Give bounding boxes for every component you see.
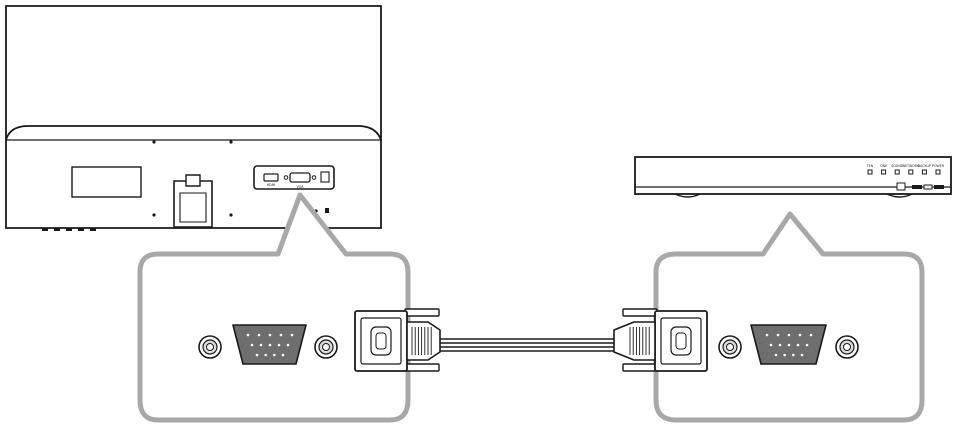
button-icon bbox=[90, 228, 96, 231]
vga-pin-icon bbox=[273, 353, 276, 357]
stand-latch bbox=[185, 174, 201, 187]
vga-pin-icon bbox=[259, 343, 263, 347]
vga-pin-icon bbox=[800, 353, 804, 357]
thumbscrew-icon bbox=[622, 308, 658, 317]
screw-hole-icon bbox=[229, 140, 233, 144]
device-callout bbox=[653, 211, 925, 423]
jackscrew-hole bbox=[206, 343, 214, 351]
jackscrew-hole bbox=[726, 343, 734, 351]
indicator-label: NETWORK bbox=[903, 164, 920, 168]
button-icon bbox=[54, 228, 60, 231]
vga-cable bbox=[354, 308, 708, 372]
vga-pin-icon bbox=[796, 343, 800, 347]
vga-pin-icon bbox=[798, 333, 802, 337]
vga-pin-icon bbox=[281, 353, 285, 357]
monitor-label-plate bbox=[71, 166, 142, 198]
thumbscrew-icon bbox=[622, 363, 658, 372]
screw-hole-icon bbox=[152, 140, 156, 144]
hdmi-port-label: HDMI bbox=[267, 183, 276, 187]
indicator-label: SOUND bbox=[891, 164, 903, 168]
usb-port-icon bbox=[912, 185, 922, 189]
connector-grip-inner bbox=[675, 332, 687, 350]
indicator-label: POWER bbox=[932, 164, 945, 168]
power-button-icon[interactable] bbox=[896, 182, 906, 191]
indicator-led-icon bbox=[935, 169, 941, 175]
vga-pin-icon bbox=[809, 333, 813, 337]
indicator-label: ONE bbox=[880, 164, 887, 168]
monitor-buttons bbox=[42, 228, 96, 231]
vga-pin-icon bbox=[279, 333, 283, 337]
kensington-lock-icon bbox=[325, 208, 329, 213]
usb-port-icon bbox=[923, 184, 933, 190]
indicator-led-icon bbox=[881, 169, 887, 175]
usb-port-icon bbox=[934, 185, 944, 189]
device-foot bbox=[886, 193, 913, 198]
indicator-led-icon bbox=[921, 169, 927, 175]
vga-pin-icon bbox=[268, 343, 272, 347]
monitor-callout bbox=[137, 192, 411, 423]
monitor-vga-port-zoom bbox=[198, 324, 338, 365]
vga-socket-pins bbox=[765, 333, 813, 357]
indicator-label: BACKUP bbox=[918, 164, 931, 168]
vga-pin-icon bbox=[268, 333, 272, 337]
indicator-led-icon bbox=[867, 169, 873, 175]
button-icon bbox=[78, 228, 84, 231]
vga-socket-pins bbox=[246, 333, 294, 357]
thumbscrew-icon bbox=[404, 363, 440, 372]
vga-pin-icon bbox=[787, 343, 791, 347]
vga-pin-icon bbox=[286, 343, 290, 347]
vga-connector-left-icon bbox=[354, 308, 441, 372]
connector-grip-inner bbox=[375, 332, 387, 350]
strain-relief-ribs bbox=[629, 327, 650, 355]
indicator-led-icon bbox=[908, 169, 914, 175]
vga-pin-icon bbox=[257, 333, 261, 337]
thumbscrew-icon bbox=[404, 308, 440, 317]
jackscrew-hole bbox=[322, 343, 330, 351]
button-icon bbox=[42, 228, 48, 231]
vga-port-icon bbox=[289, 172, 311, 183]
strain-relief-ribs bbox=[411, 327, 432, 355]
vga-connector-right-icon bbox=[613, 308, 708, 372]
vga-pin-icon bbox=[765, 333, 769, 337]
vga-pin-icon bbox=[778, 343, 782, 347]
monitor-rear: HDMI VGA bbox=[5, 5, 382, 231]
vga-pin-icon bbox=[246, 333, 250, 337]
vga-pin-icon bbox=[805, 343, 809, 347]
vga-pin-icon bbox=[792, 353, 795, 357]
device-foot bbox=[674, 193, 701, 198]
vga-pin-icon bbox=[783, 353, 786, 357]
stand-slot bbox=[179, 192, 207, 223]
indicator-led-icon bbox=[894, 169, 900, 175]
vga-pin-icon bbox=[255, 353, 259, 357]
vga-pin-icon bbox=[277, 343, 281, 347]
button-icon bbox=[66, 228, 72, 231]
vga-pin-icon bbox=[769, 343, 773, 347]
screw-hole-icon bbox=[152, 213, 156, 217]
vga-port-label: VGA bbox=[297, 185, 305, 189]
vga-pin-icon bbox=[290, 333, 294, 337]
vga-pin-icon bbox=[264, 353, 267, 357]
vga-pin-icon bbox=[774, 353, 778, 357]
screw-icon bbox=[311, 175, 317, 180]
power-port-icon bbox=[320, 171, 330, 183]
monitor-back-cover-edge bbox=[5, 125, 382, 141]
screw-icon bbox=[283, 175, 289, 180]
jackscrew-hole bbox=[843, 343, 851, 351]
vga-pin-icon bbox=[787, 333, 791, 337]
vga-pin-icon bbox=[250, 343, 254, 347]
strain-relief bbox=[613, 321, 656, 361]
screw-hole-icon bbox=[229, 213, 233, 217]
hdmi-port-icon bbox=[263, 173, 279, 182]
device-vga-port-zoom bbox=[718, 324, 859, 365]
indicator-label: TEN bbox=[866, 164, 874, 168]
vga-pin-icon bbox=[776, 333, 780, 337]
